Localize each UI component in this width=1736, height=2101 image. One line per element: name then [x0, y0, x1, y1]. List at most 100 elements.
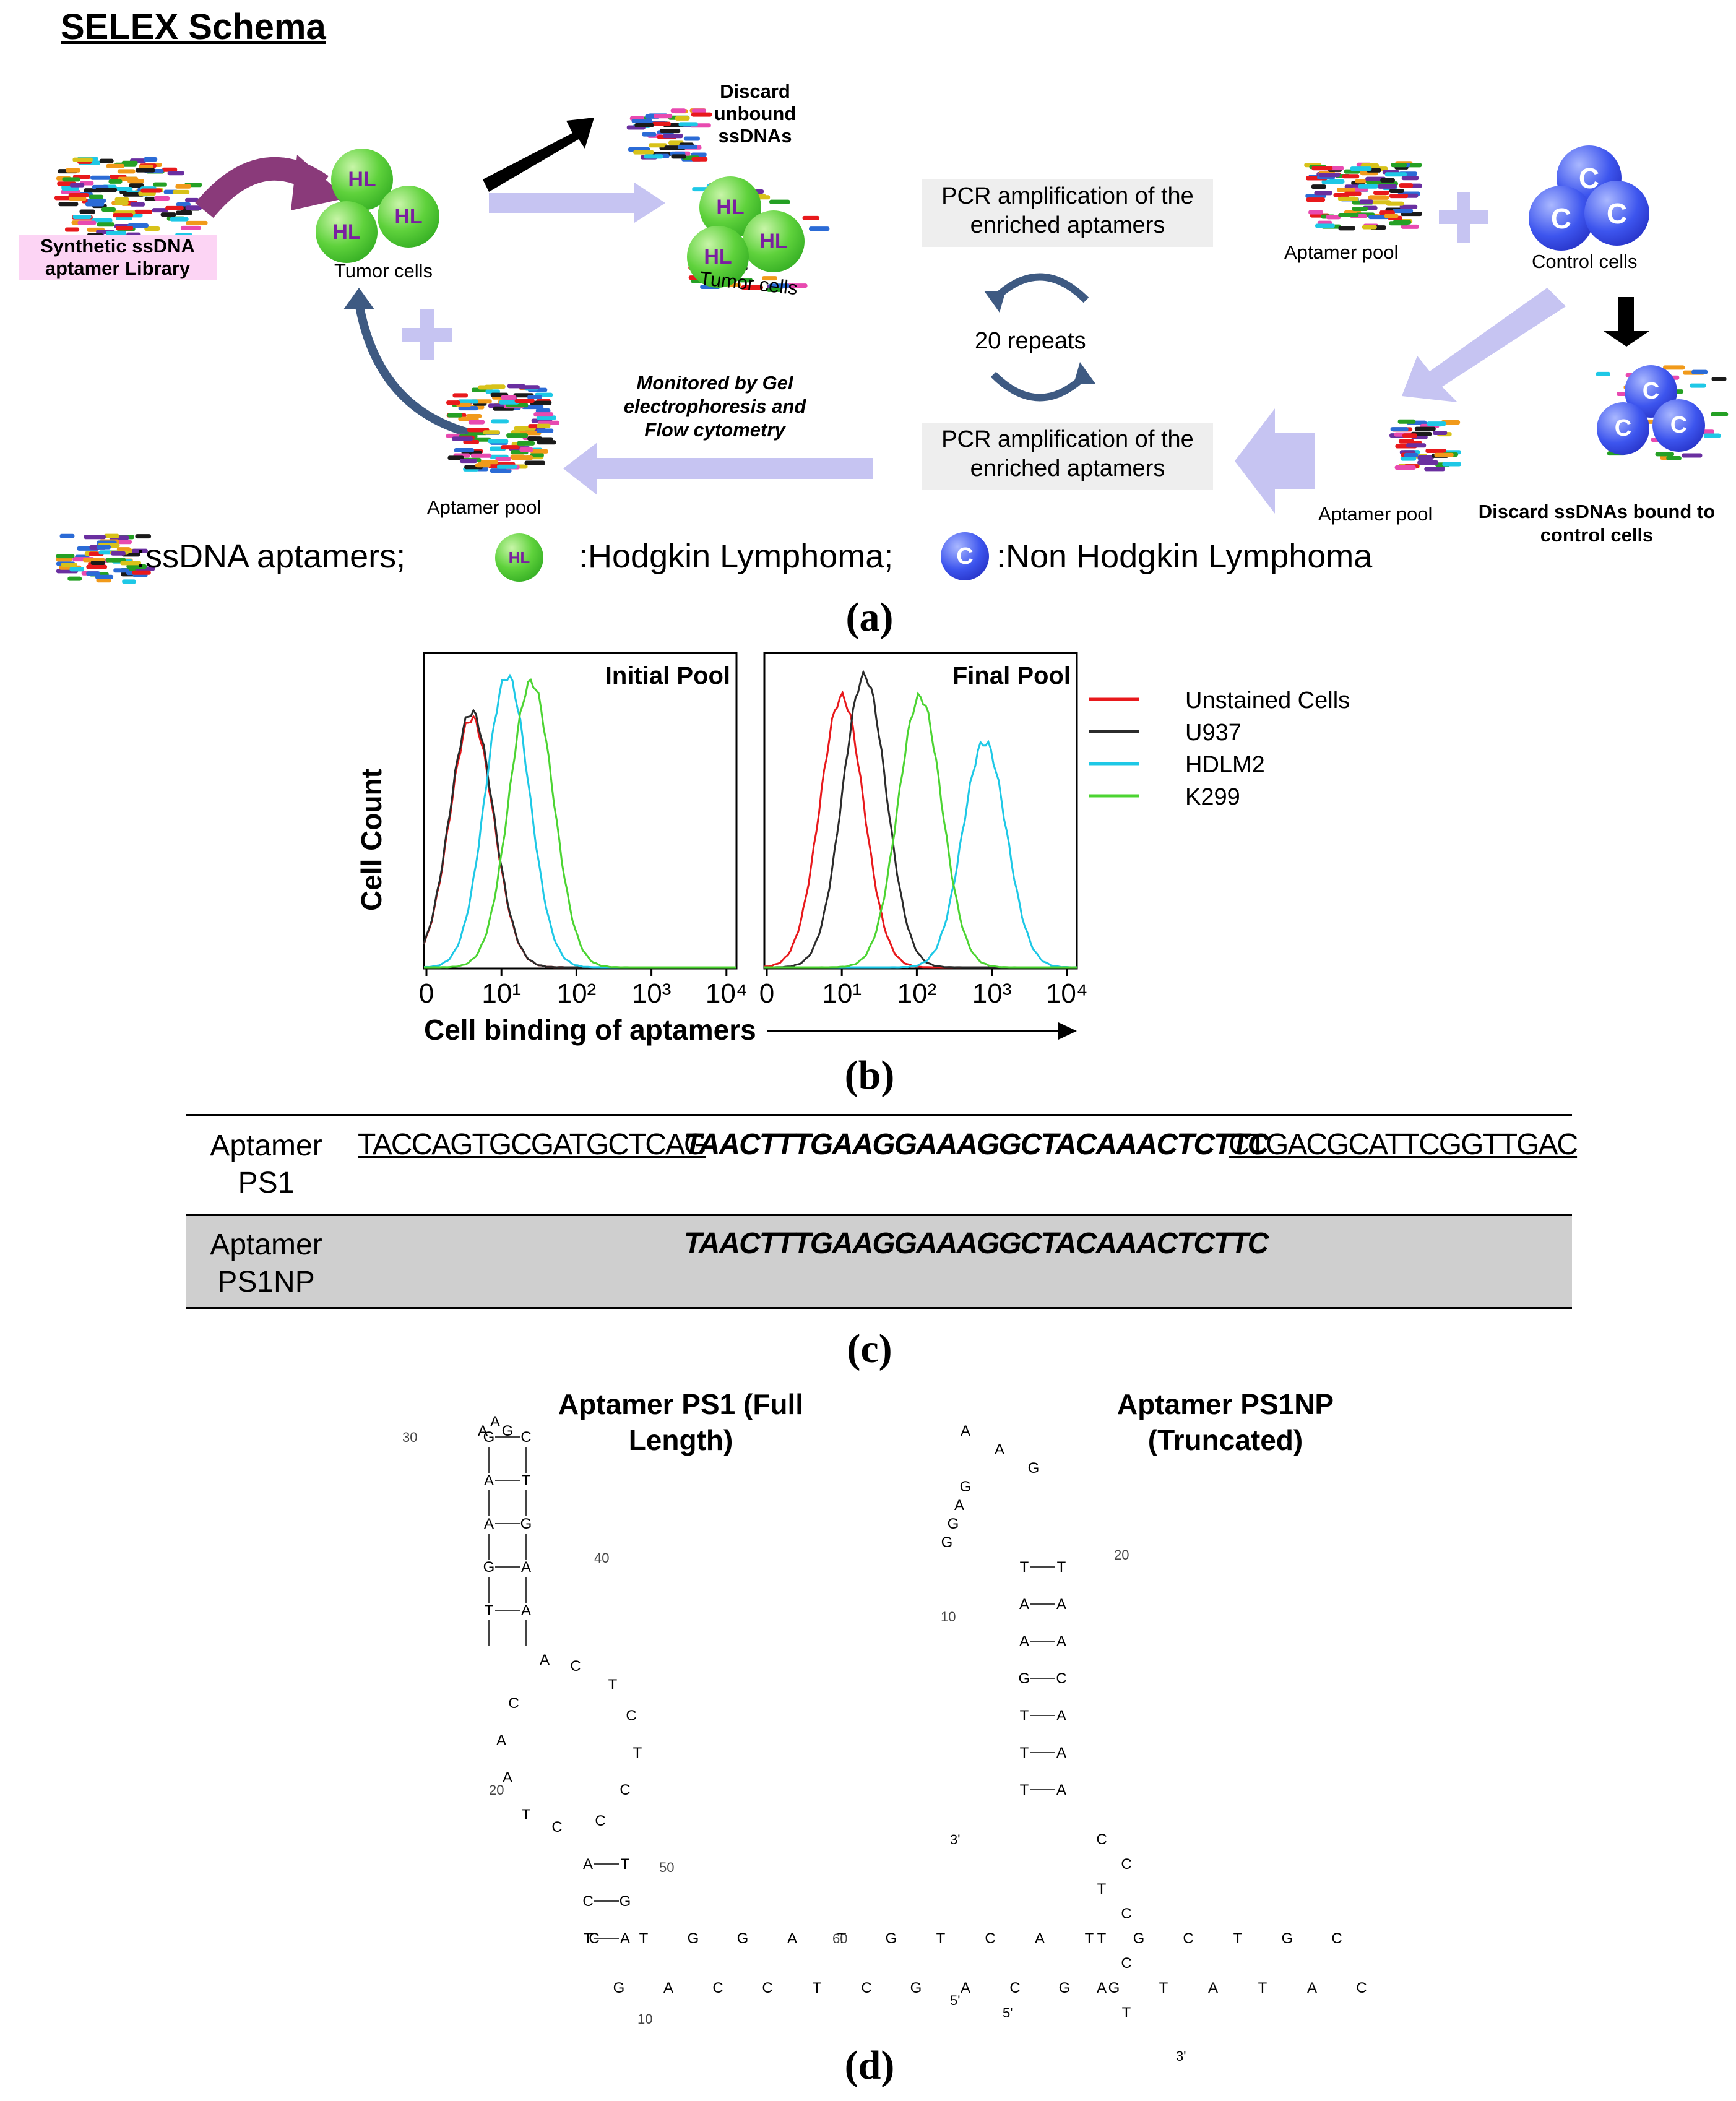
- c-cell-icon: C: [1597, 402, 1649, 455]
- plus-icon: [402, 192, 1488, 360]
- nucleotide: C: [762, 1980, 772, 1996]
- position-number: 50: [659, 1860, 674, 1875]
- c-legend-icon: C: [941, 532, 989, 580]
- panel-label-c: (c): [847, 1326, 892, 1371]
- nucleotide: T: [584, 1930, 593, 1947]
- nucleotide: A: [961, 1980, 970, 1996]
- nucleotide: T: [1085, 1930, 1094, 1947]
- histogram-line: [423, 714, 736, 969]
- nucleotide: A: [521, 1602, 531, 1619]
- nucleotide: C: [712, 1980, 723, 1996]
- nucleotide: C: [985, 1930, 995, 1947]
- nucleotide: G: [960, 1478, 972, 1495]
- panel-label-b: (b): [844, 1053, 895, 1098]
- x-tick-label: 10²: [897, 978, 937, 1009]
- plot-frame: [423, 652, 738, 970]
- nucleotide: A: [540, 1652, 550, 1668]
- nucleotide: C: [1121, 1905, 1131, 1922]
- nucleotide: A: [954, 1497, 964, 1514]
- nucleotide: A: [1056, 1707, 1066, 1724]
- nucleotide: T: [621, 1856, 630, 1873]
- hl-cell-icon: HL: [378, 186, 439, 248]
- histogram-line: [424, 678, 736, 969]
- legend-hl: :Hodgkin Lymphoma;: [579, 538, 894, 575]
- nucleotide: C: [1356, 1980, 1367, 1996]
- legend-entry: HDLM2: [1185, 752, 1265, 778]
- legend-entry: K299: [1185, 784, 1240, 810]
- monitored-label: Monitored by Gel electrophoresis and Flo…: [623, 372, 806, 441]
- nucleotide: A: [961, 1423, 970, 1439]
- discard-bound-label: Discard ssDNAs bound to control cells: [1478, 501, 1716, 546]
- legend-entry: Unstained Cells: [1185, 688, 1350, 714]
- nucleotide: C: [620, 1782, 630, 1798]
- row1-seq-left: TACCAGTGCGATGCTCAG: [358, 1128, 707, 1161]
- nucleotide: T: [633, 1745, 642, 1761]
- nucleotide: A: [484, 1472, 494, 1489]
- position-number: 20: [489, 1782, 504, 1798]
- histogram-line: [764, 669, 1077, 969]
- nucleotide: G: [1028, 1460, 1040, 1477]
- nucleotide: A: [1056, 1782, 1066, 1798]
- position-number: 10: [941, 1609, 956, 1624]
- position-number: 10: [637, 2011, 652, 2027]
- nucleotide: T: [1233, 1930, 1243, 1947]
- strand-end: 5': [1003, 2005, 1013, 2021]
- row1-seq-mid: TAACTTTGAAGGAAAGGCTACAAACTCTTC: [684, 1128, 1269, 1161]
- nucleotide: C: [1096, 1831, 1107, 1848]
- nucleotide: G: [520, 1516, 532, 1532]
- nucleotide: C: [595, 1813, 605, 1829]
- nucleotide: A: [1208, 1980, 1218, 1996]
- nucleotide: A: [1056, 1596, 1066, 1613]
- c-cell-icon: C: [1652, 399, 1705, 452]
- position-number: 20: [1114, 1547, 1129, 1563]
- arrowhead-icon: [1058, 1022, 1077, 1040]
- nucleotide: T: [522, 1806, 531, 1823]
- legend-entry: U937: [1185, 720, 1242, 746]
- x-tick-label: 10⁴: [1046, 978, 1088, 1009]
- hl-cell-icon: HL: [743, 210, 805, 272]
- nucleotide: A: [478, 1423, 488, 1439]
- pcr-box-top: PCR amplification of the enriched aptame…: [922, 179, 1213, 247]
- control-cells-label: Control cells: [1532, 251, 1638, 272]
- nucleotide: T: [1020, 1745, 1029, 1761]
- x-tick-label: 10¹: [482, 978, 521, 1009]
- nucleotide: G: [1282, 1930, 1293, 1947]
- nucleotide: G: [1019, 1670, 1030, 1687]
- histogram-line: [423, 673, 736, 969]
- strand-end: 3': [950, 1832, 960, 1847]
- ps1-title: Aptamer PS1 (Full Length): [558, 1388, 804, 1456]
- nucleotide: C: [1183, 1930, 1193, 1947]
- y-axis-label: Cell Count: [355, 769, 387, 911]
- nucleotide: A: [787, 1930, 797, 1947]
- nucleotide: T: [639, 1930, 649, 1947]
- histogram-line: [423, 708, 736, 969]
- nucleotide: G: [620, 1893, 631, 1910]
- legend-ssdna: :ssDNA aptamers;: [136, 538, 406, 575]
- aptamer-pool-label-left: Aptamer pool: [427, 496, 542, 518]
- nucleotide: A: [1019, 1596, 1029, 1613]
- library-label: Synthetic ssDNA aptamer Library: [19, 235, 217, 280]
- panel-label-d: (d): [844, 2043, 895, 2088]
- nucleotide: A: [484, 1516, 494, 1532]
- row1-seq-right: CTGACGCATTCGGTTGAC: [1229, 1128, 1578, 1161]
- nucleotide: A: [995, 1441, 1004, 1458]
- nucleotide: A: [1056, 1745, 1066, 1761]
- diagonal-arrow-icon: [1402, 288, 1566, 402]
- x-axis-label: Cell binding of aptamers: [424, 1014, 756, 1046]
- nucleotide: A: [1035, 1930, 1045, 1947]
- legend-c: :Non Hodgkin Lymphoma: [996, 538, 1373, 575]
- nucleotide: T: [1097, 1930, 1107, 1947]
- nucleotide: T: [936, 1930, 946, 1947]
- nucleotide: T: [813, 1980, 822, 1996]
- nucleotide: C: [861, 1980, 871, 1996]
- panel-title: Initial Pool: [605, 662, 730, 689]
- nucleotide: A: [503, 1769, 512, 1786]
- black-arrow-icon: [483, 118, 594, 192]
- nucleotide: G: [886, 1930, 897, 1947]
- aptamer-pool-label-right: Aptamer pool: [1318, 503, 1433, 525]
- nucleotide: T: [1122, 2004, 1131, 2021]
- table-rule-top: [186, 1114, 1572, 1116]
